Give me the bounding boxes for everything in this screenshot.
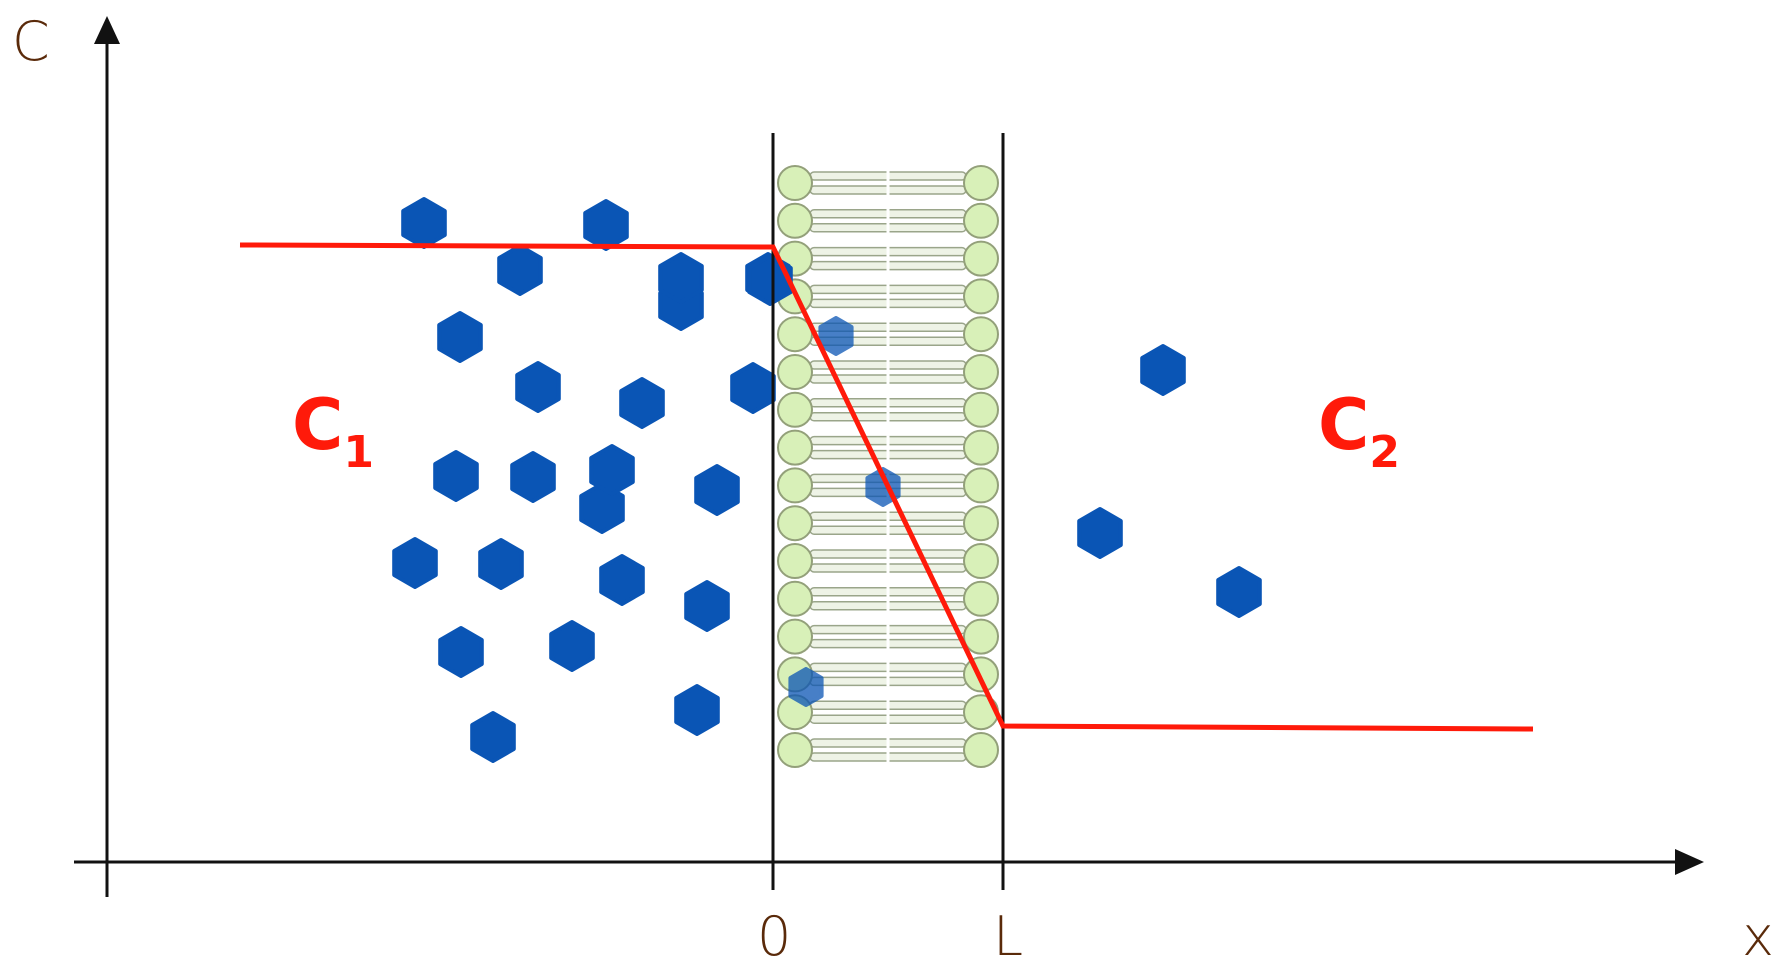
lipid-head [777,618,813,655]
lipid-head [963,732,999,768]
x-axis-arrowhead-icon [1675,849,1704,875]
lipid-head [777,165,813,201]
molecule-left [515,361,561,413]
molecule-left [579,482,625,534]
molecule-left [497,244,543,296]
lipid-head [963,202,999,239]
lipid-head [963,429,999,466]
molecule-left [599,554,645,606]
x-axis [74,849,1704,875]
molecule-right [1216,566,1262,618]
molecule-left [437,311,483,363]
molecule-left [401,197,447,249]
tick-label-zero: 0 [757,905,791,958]
molecule-left [658,252,704,304]
molecule-left [392,537,438,589]
lipid-head [777,316,813,353]
concentration-profile-line [239,242,1534,732]
y-axis-label: C [12,10,50,73]
lipid-head [963,391,999,428]
molecule-left [694,464,740,516]
region-label-c2: C2 [1318,384,1400,478]
lipid-head [963,354,999,390]
molecule-left [583,199,629,251]
y-axis-arrowhead-icon [94,16,120,44]
region-label-c1: C1 [292,384,374,478]
region-label-c1-symbol: C [292,384,343,466]
molecule-left [619,377,665,429]
molecule-left [470,711,516,763]
molecule-in-membrane [818,316,854,356]
lipid-head [963,278,999,315]
lipid-head [777,505,813,542]
molecule-left [684,580,730,632]
lipid-head [777,580,813,617]
molecule-left [549,620,595,672]
molecule-left [433,450,479,502]
molecule-left [589,444,635,496]
molecule-in-membrane [788,667,824,707]
lipid-head [963,505,999,542]
region-label-c2-subscript: 2 [1369,427,1400,478]
lipid-head [963,656,999,693]
molecule-left [478,538,524,590]
lipid-head [777,391,813,428]
molecule-left [438,626,484,678]
lipid-head [777,732,813,768]
region-label-c2-symbol: C [1318,384,1369,466]
region-label-c1-subscript: 1 [343,427,374,478]
lipid-head [963,467,999,504]
lipid-head [963,618,999,655]
molecule-right [1077,507,1123,559]
solute-molecules [392,197,1262,763]
molecule-left [674,684,720,736]
molecule-right [1140,344,1186,396]
lipid-head [777,467,813,504]
molecule-left [730,362,776,414]
molecule-left [510,451,556,503]
lipid-head [963,240,999,277]
lipid-head [963,543,999,579]
lipid-head [777,354,813,390]
lipid-head [777,202,813,239]
x-axis-label: x [1742,905,1774,958]
lipid-head [777,543,813,579]
molecule-left [747,254,793,306]
lipid-head [963,165,999,201]
tick-label-length: L [993,905,1023,958]
lipid-head [963,316,999,353]
lipid-head [777,429,813,466]
lipid-head [963,580,999,617]
y-axis [94,16,120,897]
